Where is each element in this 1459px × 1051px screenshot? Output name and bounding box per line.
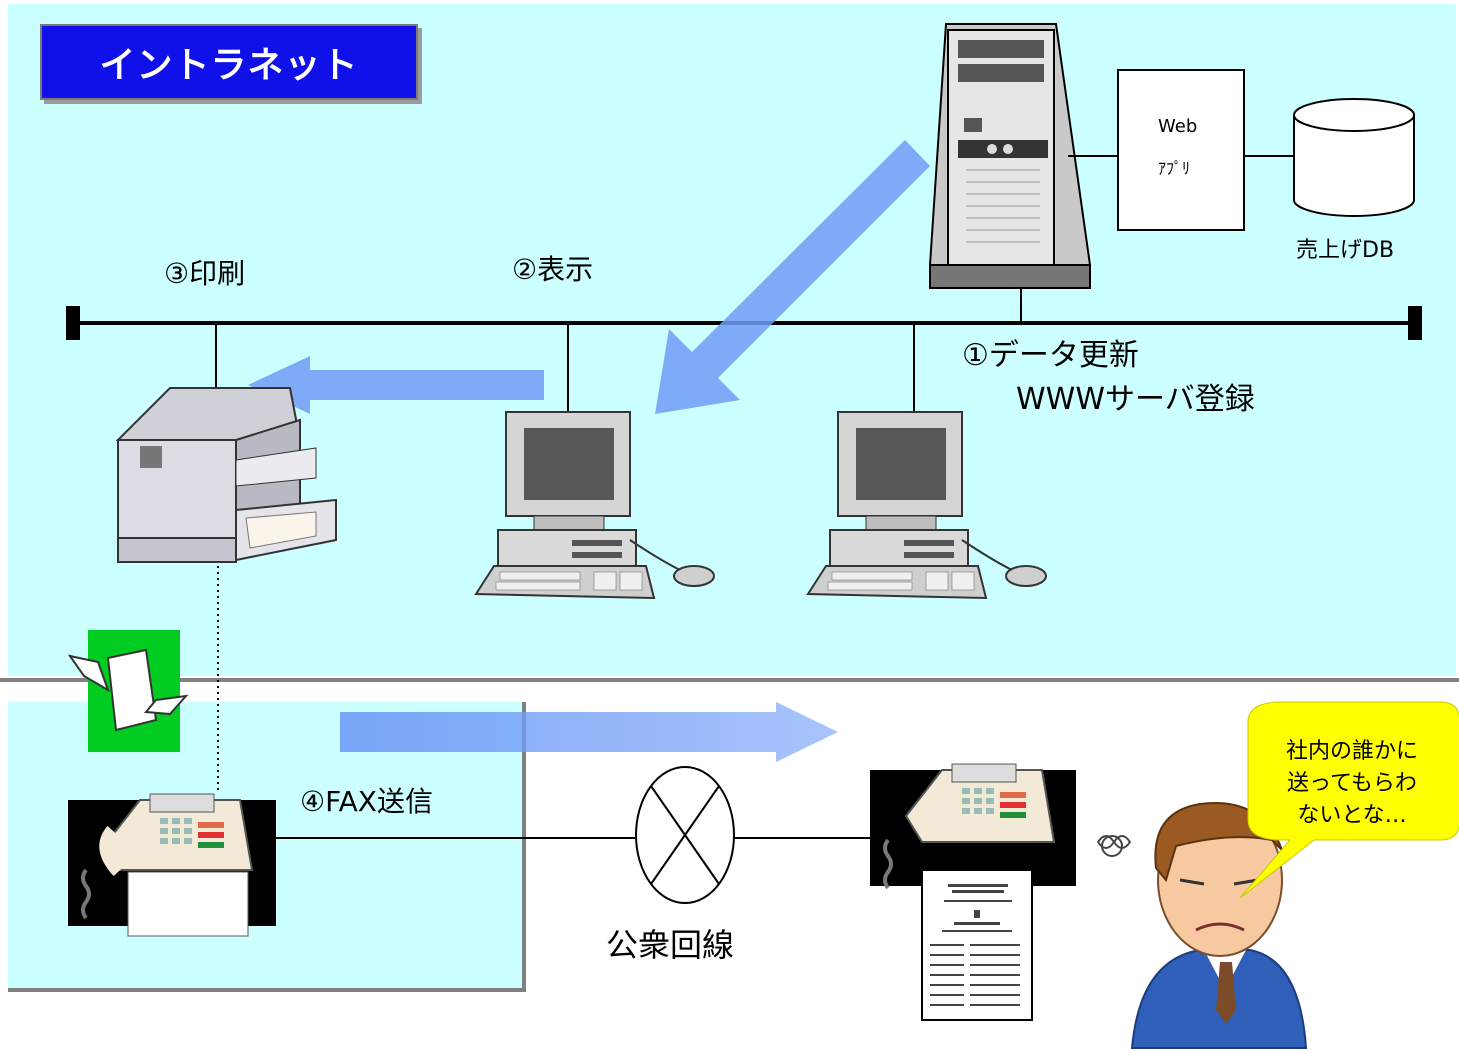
pc1-icon xyxy=(474,411,715,600)
web-app-label-line1: Web xyxy=(1158,116,1198,137)
step1-label-line1: ①データ更新 xyxy=(962,338,1139,373)
step1-label-line2: WWWサーバ登録 xyxy=(1016,382,1255,417)
document-handover-icon xyxy=(67,630,189,752)
web-app-label-line2: ｱﾌﾟﾘ xyxy=(1158,159,1191,178)
web-app-box xyxy=(1117,69,1245,231)
speech-bubble xyxy=(1239,701,1459,899)
fax-printout-document xyxy=(921,869,1033,1021)
public-network-symbol xyxy=(635,766,735,904)
sender-fax-icon xyxy=(68,793,276,937)
database-icon xyxy=(1293,98,1415,217)
speech-line-2: 送ってもらわ xyxy=(1287,771,1417,796)
speech-bubble-text: 社内の誰かに 送ってもらわ ないとな… xyxy=(1254,736,1450,832)
step4-fax-label: ④FAX送信 xyxy=(300,785,433,818)
step3-print-label: ③印刷 xyxy=(164,257,246,290)
pc2-icon xyxy=(806,411,1047,600)
intranet-title: イントラネット xyxy=(40,24,418,100)
printer-icon xyxy=(115,387,337,563)
public-line-label: 公衆回線 xyxy=(606,926,735,964)
speech-line-3: ないとな… xyxy=(1297,803,1407,828)
fax-send-arrow xyxy=(340,702,838,762)
print-arrow xyxy=(248,356,544,414)
db-label: 売上げDB xyxy=(1296,238,1395,263)
display-arrow xyxy=(655,140,930,414)
speech-line-1: 社内の誰かに xyxy=(1285,739,1418,764)
step2-display-label: ②表示 xyxy=(512,253,594,286)
server-icon xyxy=(928,23,1092,289)
receiver-fax-icon xyxy=(870,763,1076,890)
